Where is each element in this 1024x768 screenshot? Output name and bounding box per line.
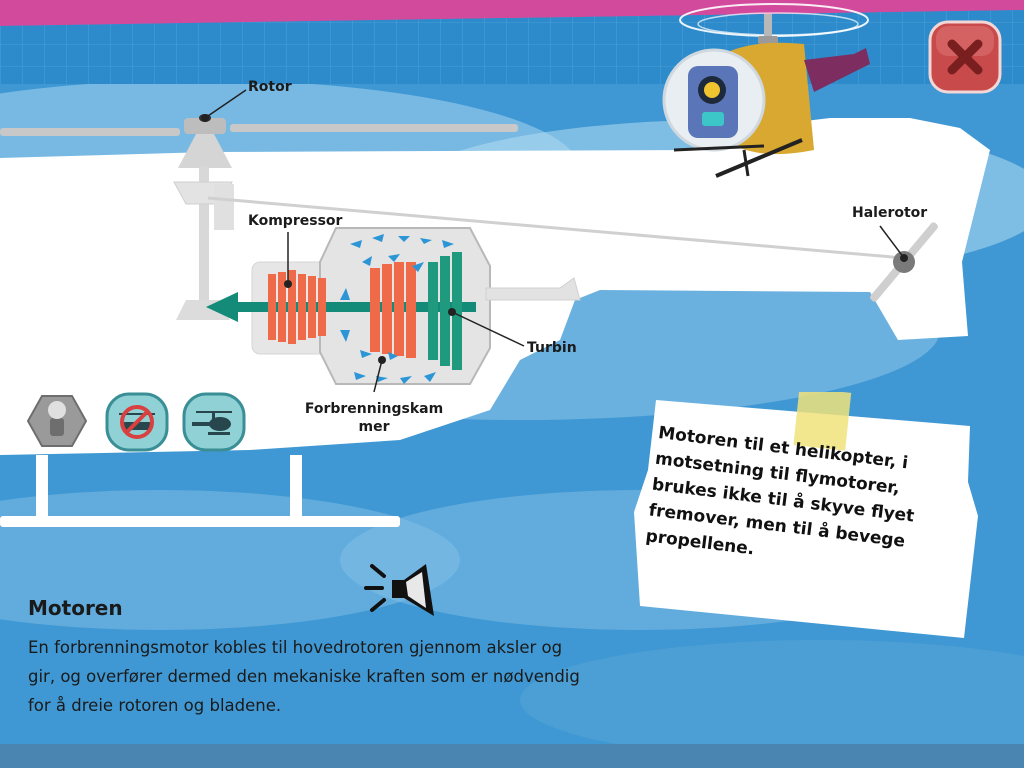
label-rotor: Rotor [248,79,292,95]
label-kompressor: Kompressor [248,213,343,229]
info-body: En forbrenningsmotor kobles til hovedrot… [28,638,580,715]
label-halerotor: Halerotor [852,205,928,221]
info-title: Motoren [28,596,123,620]
speaker-icon[interactable] [362,560,438,624]
helicopter-crossed-icon [119,405,155,439]
close-icon [947,39,983,75]
helicopter-button[interactable] [182,392,246,452]
close-button[interactable] [928,20,1002,94]
joystick-button[interactable] [24,388,90,454]
note-card [634,392,978,638]
joystick-icon [48,401,66,436]
no-helicopter-button[interactable] [105,392,169,452]
label-turbin: Turbin [527,340,577,356]
robot-helicopter-mascot [662,3,870,178]
label-forbrenningskammer: Forbrenningskam mer [304,401,444,435]
helicopter-diagram [0,89,990,527]
helicopter-icon [192,411,232,435]
